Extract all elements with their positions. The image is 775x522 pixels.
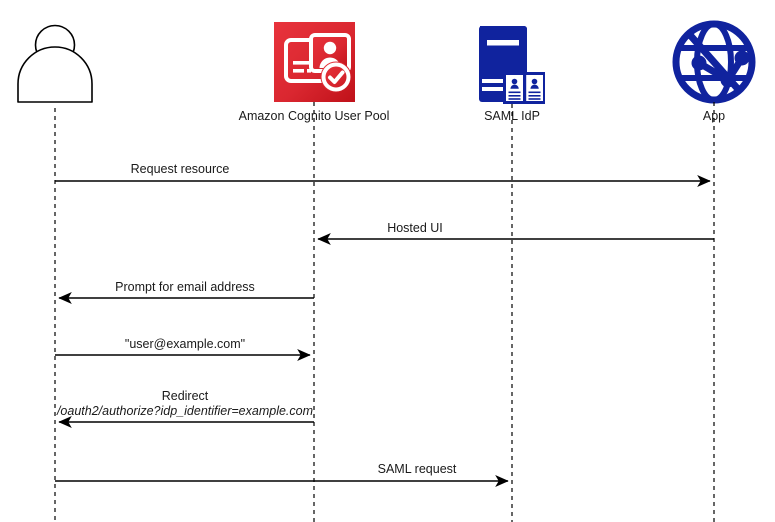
participant-saml-idp[interactable]: SAML IdP — [479, 26, 545, 522]
message-hosted-ui[interactable]: Hosted UI — [317, 221, 714, 245]
message-label-redirect-url: /oauth2/authorize?idp_identifier=example… — [56, 404, 313, 418]
participant-user[interactable] — [17, 24, 93, 522]
message-user-email[interactable]: "user@example.com" — [55, 337, 311, 361]
app-globe-network-icon — [672, 20, 756, 104]
message-label-prompt-for-email-address: Prompt for email address — [115, 280, 255, 294]
saml-idp-directory-server-icon — [479, 26, 545, 104]
participant-cognito[interactable]: Amazon Cognito User Pool — [239, 22, 390, 522]
message-prompt-for-email-address[interactable]: Prompt for email address — [58, 280, 314, 304]
message-label-user-email: "user@example.com" — [125, 337, 245, 351]
message-redirect[interactable]: Redirect /oauth2/authorize?idp_identifie… — [56, 389, 314, 428]
amazon-cognito-user-pool-icon — [274, 22, 355, 102]
message-label-saml-request: SAML request — [378, 462, 457, 476]
participant-label-app: App — [703, 109, 725, 123]
message-saml-request[interactable]: SAML request — [55, 462, 509, 487]
message-label-request-resource: Request resource — [131, 162, 230, 176]
message-label-hosted-ui: Hosted UI — [387, 221, 443, 235]
message-request-resource[interactable]: Request resource — [55, 162, 711, 187]
participant-label-cognito: Amazon Cognito User Pool — [239, 109, 390, 123]
participant-app[interactable]: App — [672, 20, 756, 522]
message-label-redirect: Redirect — [162, 389, 209, 403]
user-actor-icon — [17, 24, 93, 103]
